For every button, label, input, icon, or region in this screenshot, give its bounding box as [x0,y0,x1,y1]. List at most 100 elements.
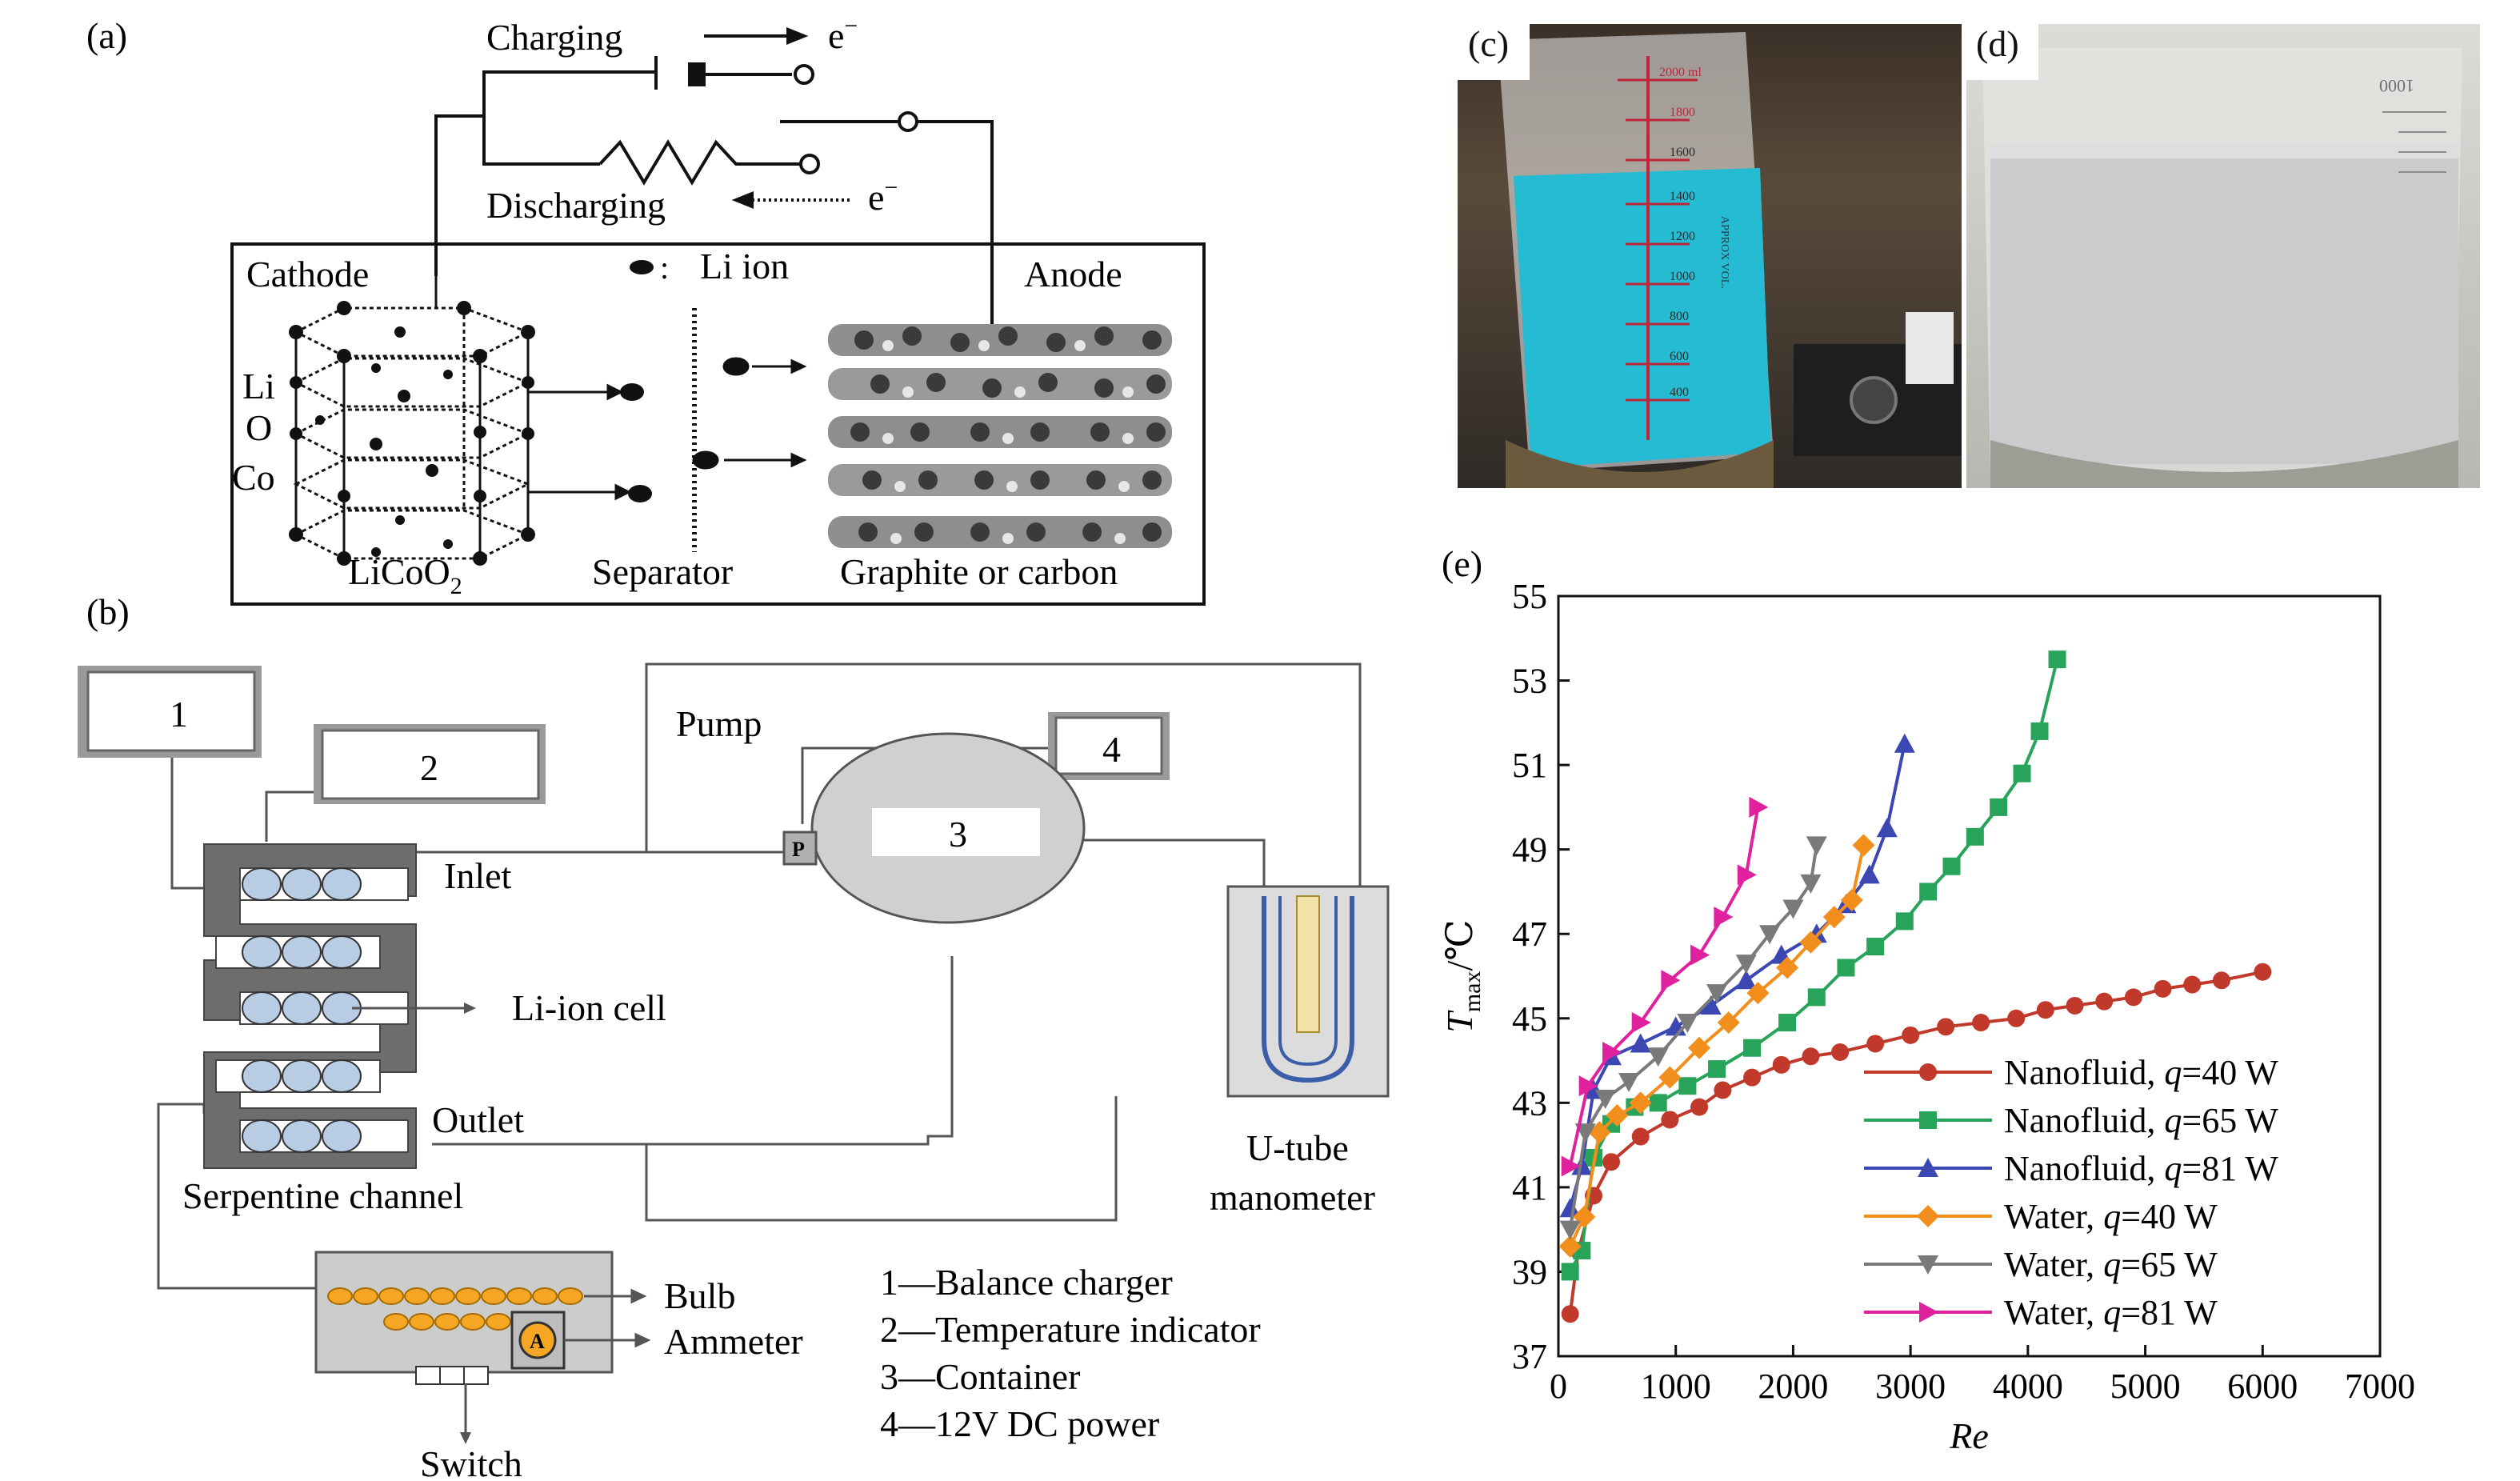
graphite-layers [828,324,1172,548]
data-point [1894,733,1915,753]
atom-li-label: Li [242,366,275,406]
data-point [1866,938,1885,956]
outlet-label: Outlet [432,1099,524,1140]
data-point [1876,818,1898,838]
data-point [2183,975,2202,994]
photo-d-water-beaker: 1000 [1966,24,2480,488]
data-point [2066,996,2084,1015]
x-tick-label: 3000 [1875,1367,1946,1406]
electron-arrows [704,27,852,209]
bulb-label: Bulb [664,1275,735,1316]
data-point [1902,1026,1920,1044]
u-tube-manometer [1226,885,1390,1098]
data-point [2095,992,2114,1011]
data-point [1658,1066,1682,1089]
beaker-d-top: 1000 [2379,76,2414,96]
legend-item: 1—Balance charger [880,1262,1173,1303]
data-point [1942,857,1961,875]
beaker-c-top: 2000 ml [1659,66,1702,79]
inlet-label: Inlet [444,855,512,896]
data-point [1919,883,1938,901]
panel-e-label: (e) [1442,543,1482,584]
legend-marker [1918,1255,1938,1275]
data-point [1561,1263,1579,1281]
data-point [2124,988,2142,1007]
component-legend: 1—Balance charger 2—Temperature indicato… [880,1262,1261,1444]
x-tick-label: 1000 [1641,1367,1711,1406]
data-point [1866,1035,1885,1053]
x-axis-label: Re [1949,1415,1989,1456]
electron-label-top: e− [828,13,858,56]
data-point [1574,1123,1596,1143]
data-point [1749,796,1769,818]
data-point [1714,907,1734,928]
serpentine-label: Serpentine channel [182,1175,463,1216]
y-tick-label: 55 [1512,577,1547,616]
data-point [1802,1047,1820,1066]
beaker-c-mark: 1600 [1670,146,1695,159]
atom-co-label: Co [232,457,275,498]
data-point [1858,864,1880,884]
pump: P [782,831,818,866]
bulb-arrows [564,1288,651,1348]
series-5 [1559,836,1827,1240]
x-tick-label: 5000 [2110,1367,2181,1406]
data-point [1840,889,1863,911]
data-point [1678,1077,1697,1095]
data-point [1772,1055,1790,1074]
data-point [1717,1011,1740,1035]
panel-a-label: (a) [86,15,127,56]
data-point [1631,1012,1651,1034]
legend-entry-2: Nanofluid, q=65 W [1864,1101,2278,1140]
data-point [1990,798,2008,816]
legend-entry-6: Water, q=81 W [1864,1293,2218,1332]
box-2: 2 [314,724,546,804]
data-point [1735,970,1757,990]
legend-label: Water, q=40 W [2004,1197,2218,1236]
switch-label: Switch [420,1443,522,1481]
intercalation-arrows [692,357,807,470]
beaker-c-approx-vol: APPROX VOL. [1718,216,1730,289]
separator-label: Separator [592,551,733,592]
data-point [1743,1039,1762,1057]
y-tick-label: 39 [1512,1252,1547,1291]
data-point [1737,864,1757,886]
series-6 [1561,796,1769,1177]
li-ion-legend-dot [630,260,654,274]
beaker-c-drawing: 2000 ml 1800 1600 1400 1200 1000 800 600… [1458,24,1962,488]
data-point [1690,944,1710,966]
data-point [1618,1072,1640,1092]
legend-marker [1919,1111,1937,1129]
data-point [1807,988,1826,1007]
data-point [1661,1111,1679,1129]
data-point [1594,1090,1616,1110]
deintercalation-arrows [528,383,632,501]
legend-label: Water, q=65 W [2004,1245,2218,1284]
chart-series [1558,650,2272,1323]
beaker-c-mark: 1200 [1670,230,1695,243]
y-tick-label: 45 [1512,999,1547,1039]
legend-item: 4—12V DC power [880,1403,1159,1444]
plot-frame [1557,594,2382,1358]
x-tick-label: 7000 [2345,1367,2415,1406]
ammeter-a-label: A [530,1330,545,1353]
graphite-label: Graphite or carbon [840,551,1118,592]
y-tick-label: 49 [1512,831,1547,870]
data-point [1690,1098,1709,1116]
data-point [2254,963,2272,981]
beaker-c-mark: 1400 [1670,190,1695,203]
data-point [1776,956,1799,979]
data-point [1708,1060,1726,1079]
data-point [1602,1042,1622,1063]
data-point [1677,1014,1698,1034]
box-4: 4 [1048,712,1170,780]
beaker-c-mark: 800 [1670,310,1689,323]
data-point [2154,979,2172,998]
y-axis-label: Tmax/℃ [1439,919,1486,1033]
data-point [1852,834,1875,857]
svg-text:1: 1 [170,694,188,734]
y-tick-label: 41 [1512,1168,1547,1207]
data-point [1606,1104,1629,1127]
photo-c-blue-nanofluid-beaker: 2000 ml 1800 1600 1400 1200 1000 800 600… [1458,24,1962,488]
